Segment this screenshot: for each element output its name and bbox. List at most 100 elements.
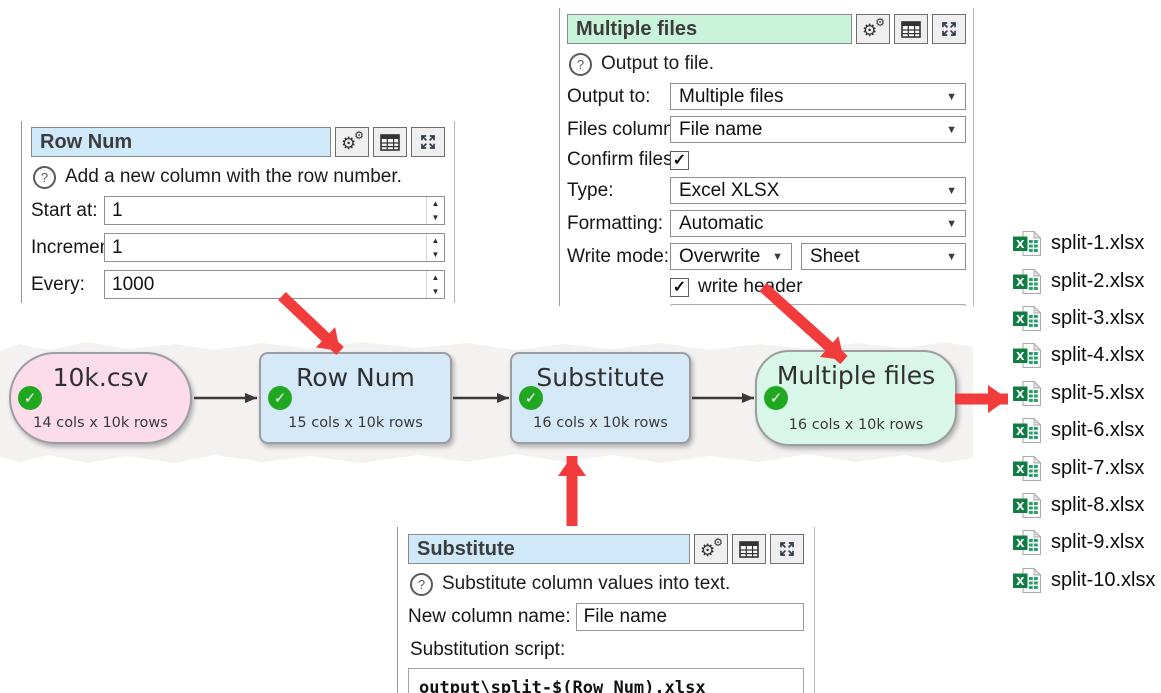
settings-button[interactable]: ⚙ ⚙	[694, 534, 728, 564]
increment-row: Increment: 1 ▲ ▼	[31, 233, 445, 262]
file-item[interactable]: X split-10.xlsx	[1012, 562, 1155, 599]
type-dropdown[interactable]: Excel XLSX ▼	[670, 177, 966, 204]
spin-down-icon[interactable]: ▼	[431, 212, 440, 222]
start-at-label: Start at:	[31, 199, 98, 221]
svg-text:X: X	[1016, 537, 1025, 550]
file-item[interactable]: X split-7.xlsx	[1012, 449, 1155, 486]
panel-multiple-files: Multiple files ⚙ ⚙	[559, 8, 974, 306]
svg-text:X: X	[1016, 275, 1025, 288]
table-icon	[901, 20, 921, 38]
new-column-row: New column name: File name	[408, 603, 804, 631]
node-substitute[interactable]: ✓ Substitute 16 cols x 10k rows	[510, 352, 691, 444]
node-stats: 15 cols x 10k rows	[288, 415, 423, 431]
file-item[interactable]: X split-9.xlsx	[1012, 524, 1155, 561]
new-column-input[interactable]: File name	[575, 603, 804, 631]
start-at-input[interactable]: 1 ▲ ▼	[104, 196, 445, 225]
file-item[interactable]: X split-3.xlsx	[1012, 300, 1155, 337]
confirm-files-checkbox[interactable]: ✓	[670, 150, 689, 170]
spinner: ▲ ▼	[426, 234, 444, 261]
write-header-checkbox[interactable]: ✓	[670, 277, 689, 297]
file-item[interactable]: X split-2.xlsx	[1012, 262, 1155, 299]
file-item[interactable]: X split-5.xlsx	[1012, 375, 1155, 412]
table-view-button[interactable]	[894, 14, 928, 44]
excel-file-icon: X	[1013, 529, 1042, 556]
every-input[interactable]: 1000 ▲ ▼	[104, 270, 445, 299]
formatting-dropdown[interactable]: Automatic ▼	[670, 210, 966, 237]
table-view-button[interactable]	[732, 534, 766, 564]
node-title: Row Num	[296, 363, 415, 392]
spin-down-icon[interactable]: ▼	[431, 286, 440, 296]
node-row-num[interactable]: ✓ Row Num 15 cols x 10k rows	[259, 352, 452, 444]
help-icon[interactable]: ?	[569, 52, 592, 76]
spin-up-icon[interactable]: ▲	[431, 273, 440, 283]
table-view-button[interactable]	[373, 127, 407, 157]
svg-text:X: X	[1016, 500, 1025, 513]
output-name-field[interactable]: Multiple files	[567, 14, 852, 44]
every-row: Every: 1000 ▲ ▼	[31, 270, 445, 299]
script-label: Substitution script:	[410, 639, 566, 660]
increment-input[interactable]: 1 ▲ ▼	[104, 233, 445, 262]
check-glyph: ✓	[769, 389, 783, 407]
excel-file-icon: X	[1013, 305, 1042, 332]
transform-name-field[interactable]: Substitute	[408, 534, 690, 564]
help-row: ? Add a new column with the row number.	[33, 165, 445, 189]
excel-file-icon: X	[1013, 454, 1042, 481]
help-text: Substitute column values into text.	[442, 573, 731, 594]
excel-file-icon: X	[1013, 267, 1042, 294]
file-item[interactable]: X split-6.xlsx	[1012, 412, 1155, 449]
every-label: Every:	[31, 273, 85, 295]
excel-file-icon: X	[1013, 567, 1042, 593]
spin-up-icon[interactable]: ▲	[431, 199, 440, 209]
expand-button[interactable]	[770, 534, 804, 564]
panel-row-num: Row Num ⚙ ⚙	[21, 121, 455, 303]
node-stats: 16 cols x 10k rows	[788, 417, 924, 433]
spin-down-icon[interactable]: ▼	[431, 249, 440, 259]
help-icon[interactable]: ?	[33, 165, 56, 189]
sheet-mode-dropdown[interactable]: Sheet ▼	[801, 243, 966, 270]
gear-small-icon: ⚙	[713, 536, 723, 549]
chevron-down-icon: ▼	[946, 217, 957, 230]
spinner: ▲ ▼	[426, 271, 444, 298]
node-stats: 16 cols x 10k rows	[533, 415, 668, 431]
node-ok-icon: ✓	[519, 386, 543, 410]
svg-text:X: X	[1016, 575, 1025, 588]
node-title: Multiple files	[776, 361, 936, 390]
spin-up-icon[interactable]: ▲	[431, 236, 440, 246]
file-item[interactable]: X split-1.xlsx	[1012, 225, 1155, 262]
file-item[interactable]: X split-8.xlsx	[1012, 487, 1155, 524]
gear-small-icon: ⚙	[354, 129, 364, 142]
svg-text:X: X	[1016, 238, 1025, 251]
excel-file-icon: X	[1013, 230, 1042, 257]
node-stats: 14 cols x 10k rows	[33, 415, 168, 431]
formatting-value: Automatic	[679, 212, 764, 234]
type-value: Excel XLSX	[679, 179, 780, 201]
files-column-dropdown[interactable]: File name ▼	[670, 116, 966, 143]
settings-button[interactable]: ⚙ ⚙	[335, 127, 369, 157]
excel-file-icon: X	[1013, 417, 1042, 444]
write-mode-dropdown[interactable]: Overwrite ▼	[670, 243, 792, 270]
new-column-value: File name	[583, 606, 668, 627]
node-10k-csv[interactable]: ✓ 10k.csv 14 cols x 10k rows	[9, 352, 192, 444]
file-name: split-4.xlsx	[1051, 344, 1145, 367]
write-mode-value: Overwrite	[679, 245, 761, 267]
annotation-arrow-rownum	[278, 292, 344, 355]
output-to-dropdown[interactable]: Multiple files ▼	[670, 83, 966, 110]
settings-button[interactable]: ⚙ ⚙	[856, 14, 890, 44]
type-row: Type: Excel XLSX ▼	[567, 177, 966, 204]
expand-button[interactable]	[411, 127, 445, 157]
script-text: output\split-$(Row Num).xlsx	[419, 678, 706, 693]
expand-button[interactable]	[932, 14, 966, 44]
increment-value: 1	[112, 236, 123, 258]
node-ok-icon: ✓	[764, 386, 788, 410]
substitution-script-editor[interactable]: output\split-$(Row Num).xlsx	[408, 668, 804, 693]
output-file-list: X split-1.xlsx X split-2.xlsx	[1012, 225, 1155, 599]
sheet-mode-value: Sheet	[810, 245, 860, 267]
transform-name-field[interactable]: Row Num	[31, 127, 331, 157]
file-item[interactable]: X split-4.xlsx	[1012, 337, 1155, 374]
panel-titlebar: Multiple files ⚙ ⚙	[567, 14, 966, 44]
node-multiple-files[interactable]: ✓ Multiple files 16 cols x 10k rows	[755, 350, 957, 446]
help-text: Output to file.	[601, 53, 715, 74]
start-at-value: 1	[112, 199, 123, 221]
help-icon[interactable]: ?	[410, 572, 433, 596]
